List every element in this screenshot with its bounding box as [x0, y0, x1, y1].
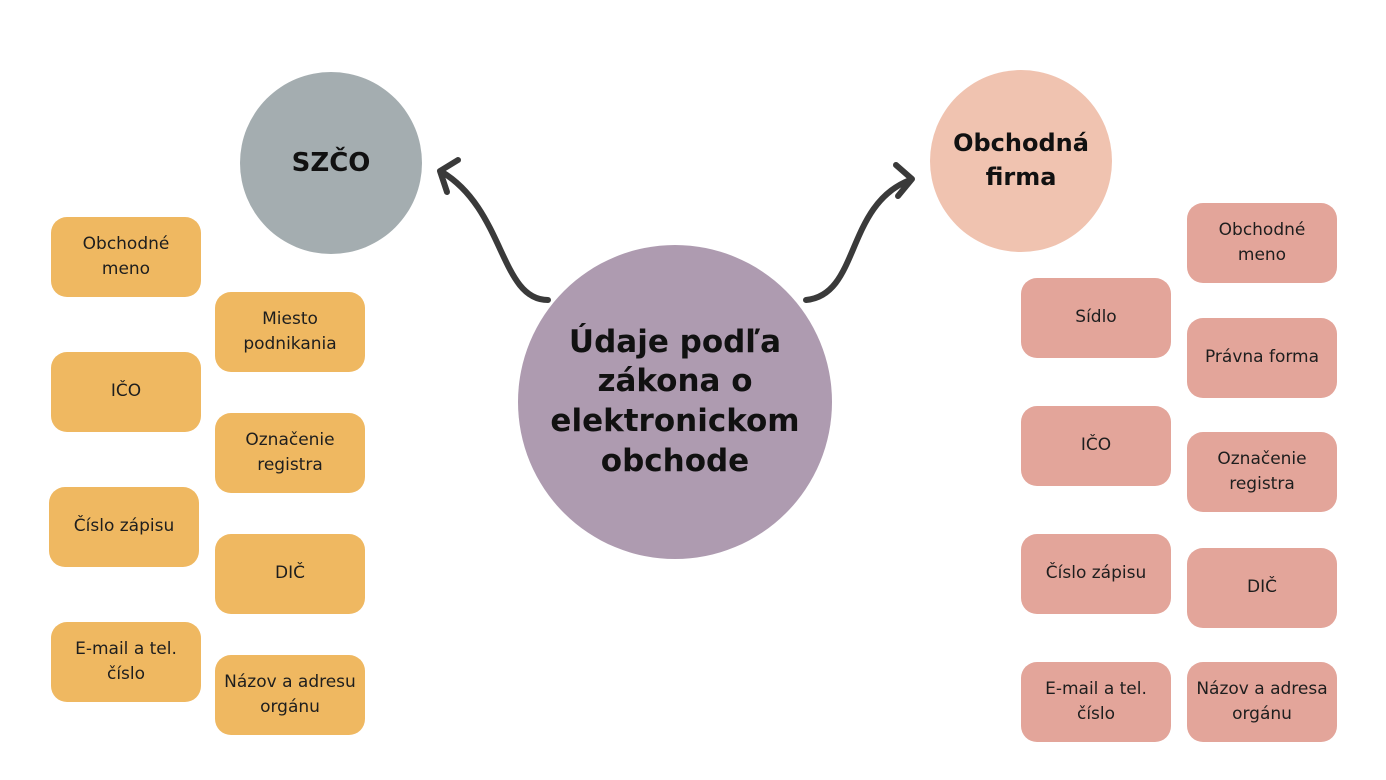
- szco-item-label: Miesto podnikania: [243, 308, 337, 355]
- arrow-to-obchodna-firma: [803, 177, 913, 303]
- arrow-to-szco: [439, 169, 551, 303]
- szco-item-nazov-adresu-organu: Názov a adresu orgánu: [215, 655, 365, 735]
- szco-item-label: DIČ: [275, 563, 305, 584]
- firma-item-label: Názov a adresa orgánu: [1196, 678, 1328, 725]
- szco-item-label: Obchodné meno: [82, 233, 170, 280]
- firma-item-dic: DIČ: [1187, 548, 1337, 628]
- firma-item-email-tel: E-mail a tel. číslo: [1021, 662, 1171, 742]
- szco-item-label: Názov a adresu orgánu: [224, 671, 356, 718]
- firma-item-pravna-forma: Právna forma: [1187, 318, 1337, 398]
- szco-item-cislo-zapisu: Číslo zápisu: [49, 487, 199, 567]
- szco-item-label: IČO: [110, 381, 142, 402]
- firma-item-label: Sídlo: [1075, 307, 1117, 328]
- szco-item-label: Číslo zápisu: [73, 516, 175, 537]
- obchodna-firma-node: Obchodná firma: [930, 70, 1112, 252]
- firma-item-label: IČO: [1080, 435, 1112, 456]
- szco-item-ico: IČO: [51, 352, 201, 432]
- szco-item-label: Označenie registra: [245, 429, 335, 476]
- szco-node-label: SZČO: [291, 148, 371, 178]
- szco-item-email-tel: E-mail a tel. číslo: [51, 622, 201, 702]
- arrow-head-obchodna-firma: [893, 162, 915, 199]
- firma-item-label: Označenie registra: [1217, 448, 1307, 495]
- firma-item-label: Číslo zápisu: [1045, 563, 1147, 584]
- center-node-label: Údaje podľa zákona o elektronickom obcho…: [550, 323, 800, 479]
- firma-item-cislo-zapisu: Číslo zápisu: [1021, 534, 1171, 614]
- firma-item-sidlo: Sídlo: [1021, 278, 1171, 358]
- center-node: Údaje podľa zákona o elektronickom obcho…: [518, 245, 832, 559]
- firma-item-label: Právna forma: [1204, 347, 1320, 368]
- firma-item-obchodne-meno: Obchodné meno: [1187, 203, 1337, 283]
- firma-item-oznacenie-registra: Označenie registra: [1187, 432, 1337, 512]
- firma-item-ico: IČO: [1021, 406, 1171, 486]
- szco-item-miesto-podnikania: Miesto podnikania: [215, 292, 365, 372]
- firma-item-nazov-adresa-organu: Názov a adresa orgánu: [1187, 662, 1337, 742]
- obchodna-firma-node-label: Obchodná firma: [953, 129, 1089, 191]
- arrow-head-szco: [437, 157, 461, 195]
- szco-item-oznacenie-registra: Označenie registra: [215, 413, 365, 493]
- szco-item-dic: DIČ: [215, 534, 365, 614]
- szco-item-obchodne-meno: Obchodné meno: [51, 217, 201, 297]
- firma-item-label: DIČ: [1247, 577, 1277, 598]
- firma-item-label: E-mail a tel. číslo: [1045, 678, 1147, 725]
- szco-node: SZČO: [240, 72, 422, 254]
- firma-item-label: Obchodné meno: [1218, 219, 1306, 266]
- szco-item-label: E-mail a tel. číslo: [75, 638, 177, 685]
